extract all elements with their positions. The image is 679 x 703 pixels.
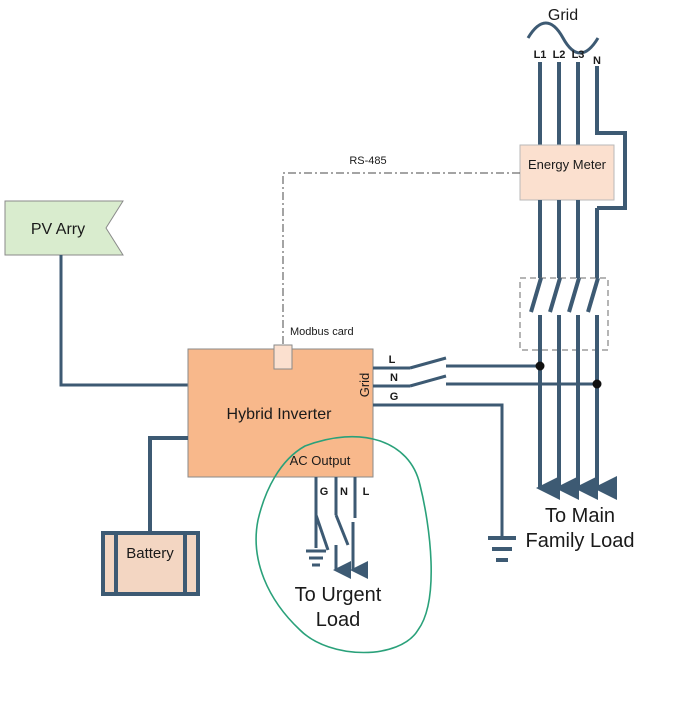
phase-label-l3: L3	[572, 49, 585, 61]
battery-label: Battery	[126, 545, 174, 562]
energy-meter-box	[519, 144, 615, 201]
grid-terminal-n: N	[390, 372, 398, 384]
ac-terminal-l: L	[363, 486, 370, 498]
grid-terminal-g: G	[390, 391, 399, 403]
main-load-label-line2: Family Load	[526, 530, 635, 552]
hybrid-inverter-box	[187, 348, 374, 478]
urgent-load-label-line2: Load	[316, 609, 361, 631]
ac-output-wires	[314, 477, 368, 579]
junction-dot-n	[592, 379, 602, 389]
main-load-lines	[536, 315, 617, 500]
phase-label-n: N	[593, 55, 601, 67]
meter-output-lines	[538, 200, 599, 278]
grid-title: Grid	[548, 7, 578, 24]
pv-to-inverter-wire	[59, 255, 188, 387]
highlight-annotation	[255, 435, 432, 654]
grid-earth-icon	[488, 536, 516, 562]
urgent-earth-icon	[306, 549, 326, 567]
pv-array-label: PV Arry	[31, 221, 85, 238]
grid-terminal-l: L	[389, 354, 396, 366]
modbus-card-label: Modbus card	[290, 326, 354, 338]
grid-sine-icon	[526, 21, 600, 55]
main-isolator-switches	[529, 277, 600, 313]
grid-phase-lines	[538, 62, 627, 210]
energy-meter-label: Energy Meter	[528, 157, 607, 172]
main-isolator-box	[519, 277, 609, 351]
modbus-card-box	[273, 344, 293, 370]
main-load-label-line1: To Main	[545, 505, 615, 527]
battery-box	[101, 531, 200, 596]
inverter-grid-wires	[373, 356, 597, 538]
rs485-link	[282, 172, 520, 345]
battery-wire	[148, 436, 188, 533]
hybrid-inverter-label: Hybrid Inverter	[227, 406, 333, 423]
ac-terminal-g: G	[320, 486, 329, 498]
ac-terminal-n: N	[340, 486, 348, 498]
rs485-label: RS-485	[349, 155, 386, 167]
junction-dot-l	[535, 361, 545, 371]
phase-label-l1: L1	[534, 49, 547, 61]
inverter-grid-port-label: Grid	[357, 373, 372, 398]
phase-label-l2: L2	[553, 49, 566, 61]
pv-array-box	[4, 200, 124, 256]
ac-output-label: AC Output	[290, 453, 351, 468]
urgent-load-label-line1: To Urgent	[295, 584, 382, 606]
